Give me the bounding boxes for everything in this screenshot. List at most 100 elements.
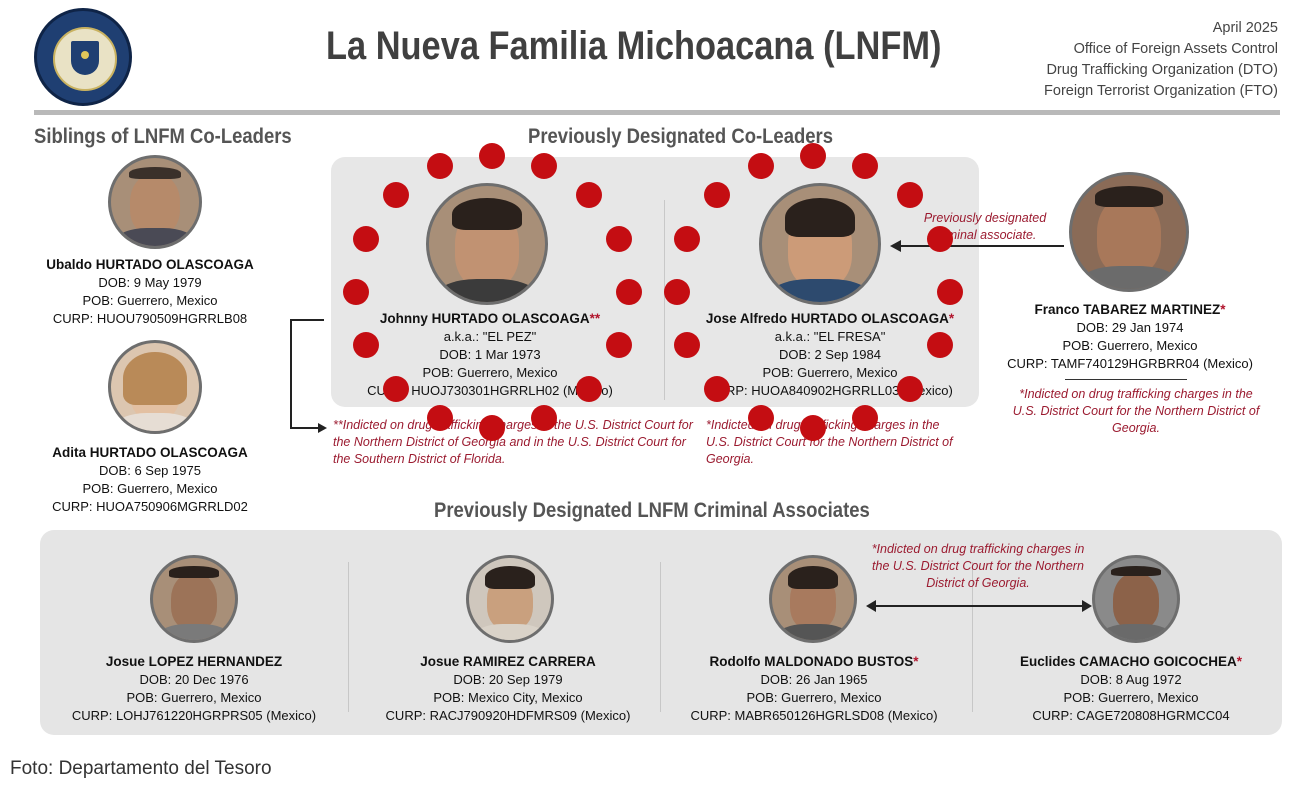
red-dot (748, 153, 774, 179)
seal-key (81, 51, 89, 59)
red-dot (576, 182, 602, 208)
section-title-coleaders: Previously Designated Co-Leaders (528, 125, 834, 148)
person-pob: POB: Guerrero, Mexico (746, 690, 882, 705)
red-dot (852, 405, 878, 431)
bracket-vertical (290, 319, 292, 428)
sibling-adita: Adita HURTADO OLASCOAGA DOB: 6 Sep 1975 … (10, 444, 290, 516)
person-name: Ubaldo HURTADO OLASCOAGA (46, 257, 254, 272)
person-pob: POB: Guerrero, Mexico (1063, 690, 1199, 705)
bracket-bottom (290, 427, 320, 429)
note-jose-alfredo: *Indicted on drug trafficking charges in… (706, 418, 953, 466)
indictment-mark: * (913, 654, 919, 669)
red-dot (800, 415, 826, 441)
person-curp: CURP: HUOA840902HGRRLL03 (Mexico) (707, 383, 953, 398)
person-dob: DOB: 20 Dec 1976 (139, 672, 249, 687)
red-dot (852, 153, 878, 179)
note-bottom: *Indicted on drug trafficking charges in… (871, 542, 1085, 590)
person-name: Euclides CAMACHO GOICOCHEA* (1019, 654, 1243, 669)
red-dot (531, 405, 557, 431)
red-dot (704, 376, 730, 402)
associate-rodolfo: Rodolfo MALDONADO BUSTOS* DOB: 26 Jan 19… (664, 653, 964, 725)
person-curp: CURP: TAMF740129HGRBRR04 (Mexico) (1007, 356, 1253, 371)
person-dob: DOB: 26 Jan 1965 (760, 672, 868, 687)
red-dot (674, 226, 700, 252)
person-pob: POB: Guerrero, Mexico (422, 365, 558, 380)
link-arrow-line (900, 245, 1064, 247)
red-dot (427, 405, 453, 431)
red-dot (353, 226, 379, 252)
indictment-mark: ** (589, 311, 601, 326)
associate-josue-lopez: Josue LOPEZ HERNANDEZ DOB: 20 Dec 1976 P… (44, 653, 344, 725)
red-dot (343, 279, 369, 305)
franco-underline (1065, 379, 1187, 380)
photo-josue-lopez (150, 555, 238, 643)
association-arrowhead-right (1082, 600, 1092, 612)
page-title: La Nueva Familia Michoacana (LNFM) (326, 24, 942, 68)
header-office: Office of Foreign Assets Control (1073, 41, 1278, 57)
indictment-mark: * (1220, 302, 1226, 317)
note-johnny: **Indicted on drug trafficking charges i… (333, 418, 693, 466)
associate-franco: Franco TABAREZ MARTINEZ* DOB: 29 Jan 197… (990, 301, 1270, 373)
red-dot (606, 332, 632, 358)
person-dob: DOB: 1 Mar 1973 (439, 347, 541, 362)
red-dot (383, 182, 409, 208)
note-franco: *Indicted on drug trafficking charges in… (1012, 387, 1260, 435)
section-title-associates: Previously Designated LNFM Criminal Asso… (434, 499, 870, 522)
person-curp: CURP: MABR650126HGRLSD08 (Mexico) (690, 708, 938, 723)
person-curp: CURP: HUOA750906MGRRLD02 (52, 499, 248, 514)
coleaders-divider (664, 200, 665, 400)
header-info: April 2025 Office of Foreign Assets Cont… (1044, 18, 1278, 102)
red-dot (897, 182, 923, 208)
person-pob: POB: Guerrero, Mexico (126, 690, 262, 705)
link-arrowhead (890, 240, 901, 252)
association-arrow-line (874, 605, 1084, 607)
bracket-top (290, 319, 324, 321)
photo-franco (1069, 172, 1189, 292)
person-name: Adita HURTADO OLASCOAGA (52, 445, 248, 460)
person-pob: POB: Mexico City, Mexico (433, 690, 583, 705)
red-dot (927, 226, 953, 252)
header-fto: Foreign Terrorist Organization (FTO) (1044, 83, 1278, 99)
header-divider (34, 110, 1280, 115)
red-dot (927, 332, 953, 358)
person-dob: DOB: 20 Sep 1979 (453, 672, 563, 687)
person-pob: POB: Guerrero, Mexico (1062, 338, 1198, 353)
associates-panel (40, 530, 1282, 735)
photo-adita (108, 340, 202, 434)
person-name: Josue RAMIREZ CARRERA (420, 654, 596, 669)
person-name: Johnny HURTADO OLASCOAGA** (379, 311, 601, 326)
person-dob: DOB: 9 May 1979 (98, 275, 202, 290)
person-curp: CURP: CAGE720808HGRMCC04 (1032, 708, 1230, 723)
photo-rodolfo (769, 555, 857, 643)
header-date: April 2025 (1212, 20, 1278, 36)
indictment-mark: * (948, 311, 955, 326)
person-curp: CURP: RACJ790920HDFMRS09 (Mexico) (385, 708, 631, 723)
person-aka: a.k.a.: "EL PEZ" (443, 329, 537, 344)
person-dob: DOB: 29 Jan 1974 (1076, 320, 1184, 335)
photo-euclides (1092, 555, 1180, 643)
red-dot (479, 415, 505, 441)
associates-divider (972, 562, 973, 712)
person-name: Jose Alfredo HURTADO OLASCOAGA* (705, 311, 955, 326)
sibling-ubaldo: Ubaldo HURTADO OLASCOAGA DOB: 9 May 1979… (10, 256, 290, 328)
red-dot (674, 332, 700, 358)
section-title-siblings: Siblings of LNFM Co-Leaders (34, 125, 292, 148)
associates-divider (348, 562, 349, 712)
seal-center (53, 27, 117, 91)
red-dot (897, 376, 923, 402)
indictment-mark: * (1236, 654, 1243, 669)
person-pob: POB: Guerrero, Mexico (82, 293, 218, 308)
photo-josue-ramirez (466, 555, 554, 643)
person-dob: DOB: 6 Sep 1975 (99, 463, 201, 478)
red-dot (427, 153, 453, 179)
person-dob: DOB: 8 Aug 1972 (1080, 672, 1182, 687)
person-dob: DOB: 2 Sep 1984 (779, 347, 881, 362)
person-curp: CURP: HUOJ730301HGRRLH02 (Mexico) (367, 383, 613, 398)
red-dot (704, 182, 730, 208)
photo-caption: Foto: Departamento del Tesoro (10, 758, 272, 779)
red-dot (937, 279, 963, 305)
red-dot (479, 143, 505, 169)
person-curp: CURP: LOHJ761220HGRPRS05 (Mexico) (71, 708, 317, 723)
associate-josue-ramirez: Josue RAMIREZ CARRERA DOB: 20 Sep 1979 P… (358, 653, 658, 725)
person-pob: POB: Guerrero, Mexico (82, 481, 218, 496)
